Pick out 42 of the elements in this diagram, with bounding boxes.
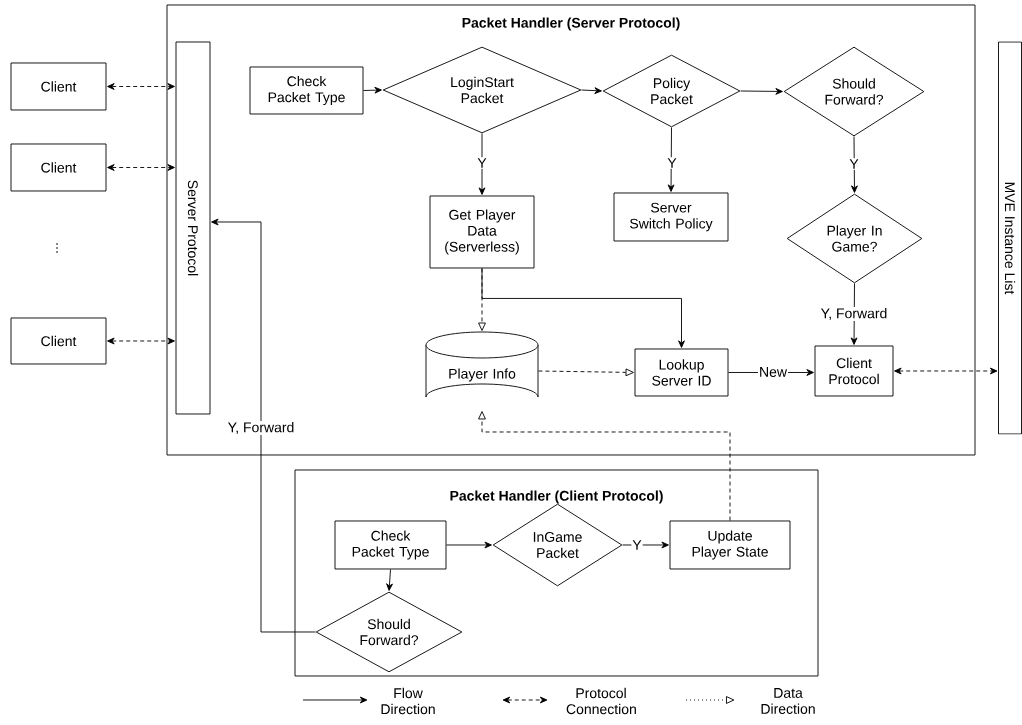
- edge-label: Y: [666, 157, 678, 169]
- edge-label: Y, Forward: [226, 421, 296, 435]
- process-box: Update Player State: [669, 520, 791, 570]
- process-box: Client: [10, 62, 107, 111]
- process-box: Client: [10, 143, 107, 192]
- arrow: [894, 367, 998, 375]
- vertical-ellipsis: ⋮: [56, 243, 58, 253]
- arrow: [363, 86, 382, 94]
- legend-label: Data Direction: [761, 688, 815, 714]
- process-box: Server Switch Policy: [613, 192, 729, 242]
- arrow: [850, 283, 858, 345]
- protocol-bar: MVE Instance List: [998, 41, 1022, 435]
- legend-label: Protocol Connection: [566, 687, 636, 715]
- edge-label: Y: [476, 157, 488, 169]
- arrow: [211, 218, 316, 633]
- protocol-bar: Server Protocol: [175, 41, 211, 415]
- edge-label: Y, Forward: [819, 307, 889, 321]
- edge-label: Y: [848, 158, 860, 170]
- arrow: [107, 83, 175, 90]
- arrow: [581, 87, 602, 94]
- process-box: Lookup Server ID: [634, 348, 729, 397]
- arrow: [386, 569, 393, 591]
- arrow: [851, 136, 858, 193]
- legend-label: Flow Direction: [381, 687, 435, 715]
- arrow: [478, 411, 731, 521]
- arrow: [446, 541, 492, 549]
- process-box: Check Packet Type: [249, 66, 364, 115]
- arrow: [107, 164, 175, 171]
- edge-label: New: [758, 366, 788, 378]
- process-box: Client: [10, 317, 107, 365]
- process-box: Client Protocol: [814, 345, 894, 397]
- arrow: [478, 133, 486, 195]
- arrow: [622, 541, 669, 549]
- process-box: Check Packet Type: [334, 520, 447, 570]
- database-cylinder: Player Info: [425, 331, 539, 398]
- edge-label: Y: [631, 539, 643, 551]
- arrow: [667, 127, 675, 192]
- arrow: [740, 88, 783, 95]
- arrow: [481, 268, 685, 348]
- arrow: [538, 368, 634, 377]
- process-box: Get Player Data (Serverless): [429, 195, 535, 269]
- arrow: [107, 337, 175, 345]
